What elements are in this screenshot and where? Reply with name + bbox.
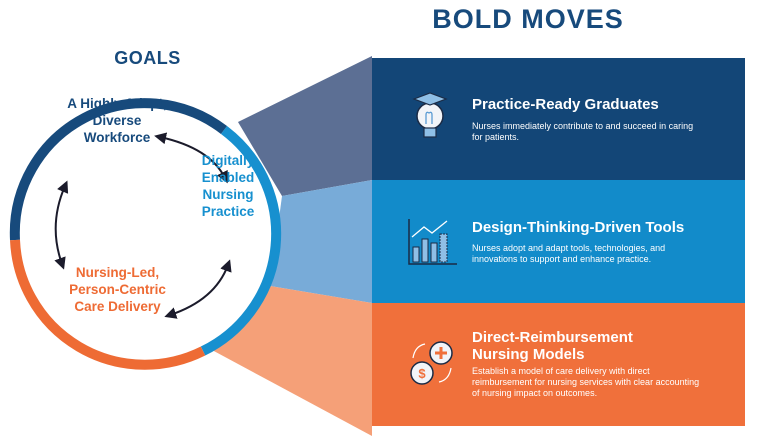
bar-chart-trend-icon: [408, 219, 457, 265]
move-title: Direct-Reimbursement Nursing Models: [472, 329, 633, 363]
goals-heading: GOALS: [114, 48, 181, 68]
funnel-navy: [238, 56, 372, 196]
arrow-digital-care: [164, 259, 232, 319]
svg-text:$: $: [418, 366, 426, 381]
goal-digital-practice: Digitally Enabled Nursing Practice: [201, 153, 255, 219]
move-title: Design-Thinking-Driven Tools: [472, 219, 685, 236]
funnel-orange: [212, 286, 372, 436]
goal-workforce: A Highly Adept, Diverse Workforce: [67, 96, 167, 145]
move-panel-direct-reimbursement: $ Direct-Reimbursement Nursing Models Es…: [372, 303, 745, 426]
funnel-blue: [270, 180, 372, 303]
arrow-care-workforce: [54, 180, 69, 270]
move-description: Establish a model of care delivery with …: [472, 366, 700, 398]
money-health-exchange-icon: $: [410, 341, 453, 385]
move-panel-design-tools: Design-Thinking-Driven Tools Nurses adop…: [372, 180, 745, 303]
ring-navy: [9, 98, 228, 241]
ring-blue: [200, 125, 282, 356]
goal-care-delivery: Nursing-Led, Person-Centric Care Deliver…: [69, 265, 166, 314]
move-title: Practice-Ready Graduates: [472, 96, 659, 113]
arrow-workforce-digital: [154, 132, 228, 184]
bold-moves-heading: BOLD MOVES: [432, 4, 624, 34]
lightbulb-graduation-cap-icon: [412, 92, 448, 138]
move-description: Nurses adopt and adapt tools, technologi…: [472, 243, 666, 264]
move-panel-practice-ready: Practice-Ready Graduates Nurses immediat…: [372, 58, 745, 180]
ring-orange: [10, 239, 206, 370]
move-description: Nurses immediately contribute to and suc…: [472, 121, 694, 142]
